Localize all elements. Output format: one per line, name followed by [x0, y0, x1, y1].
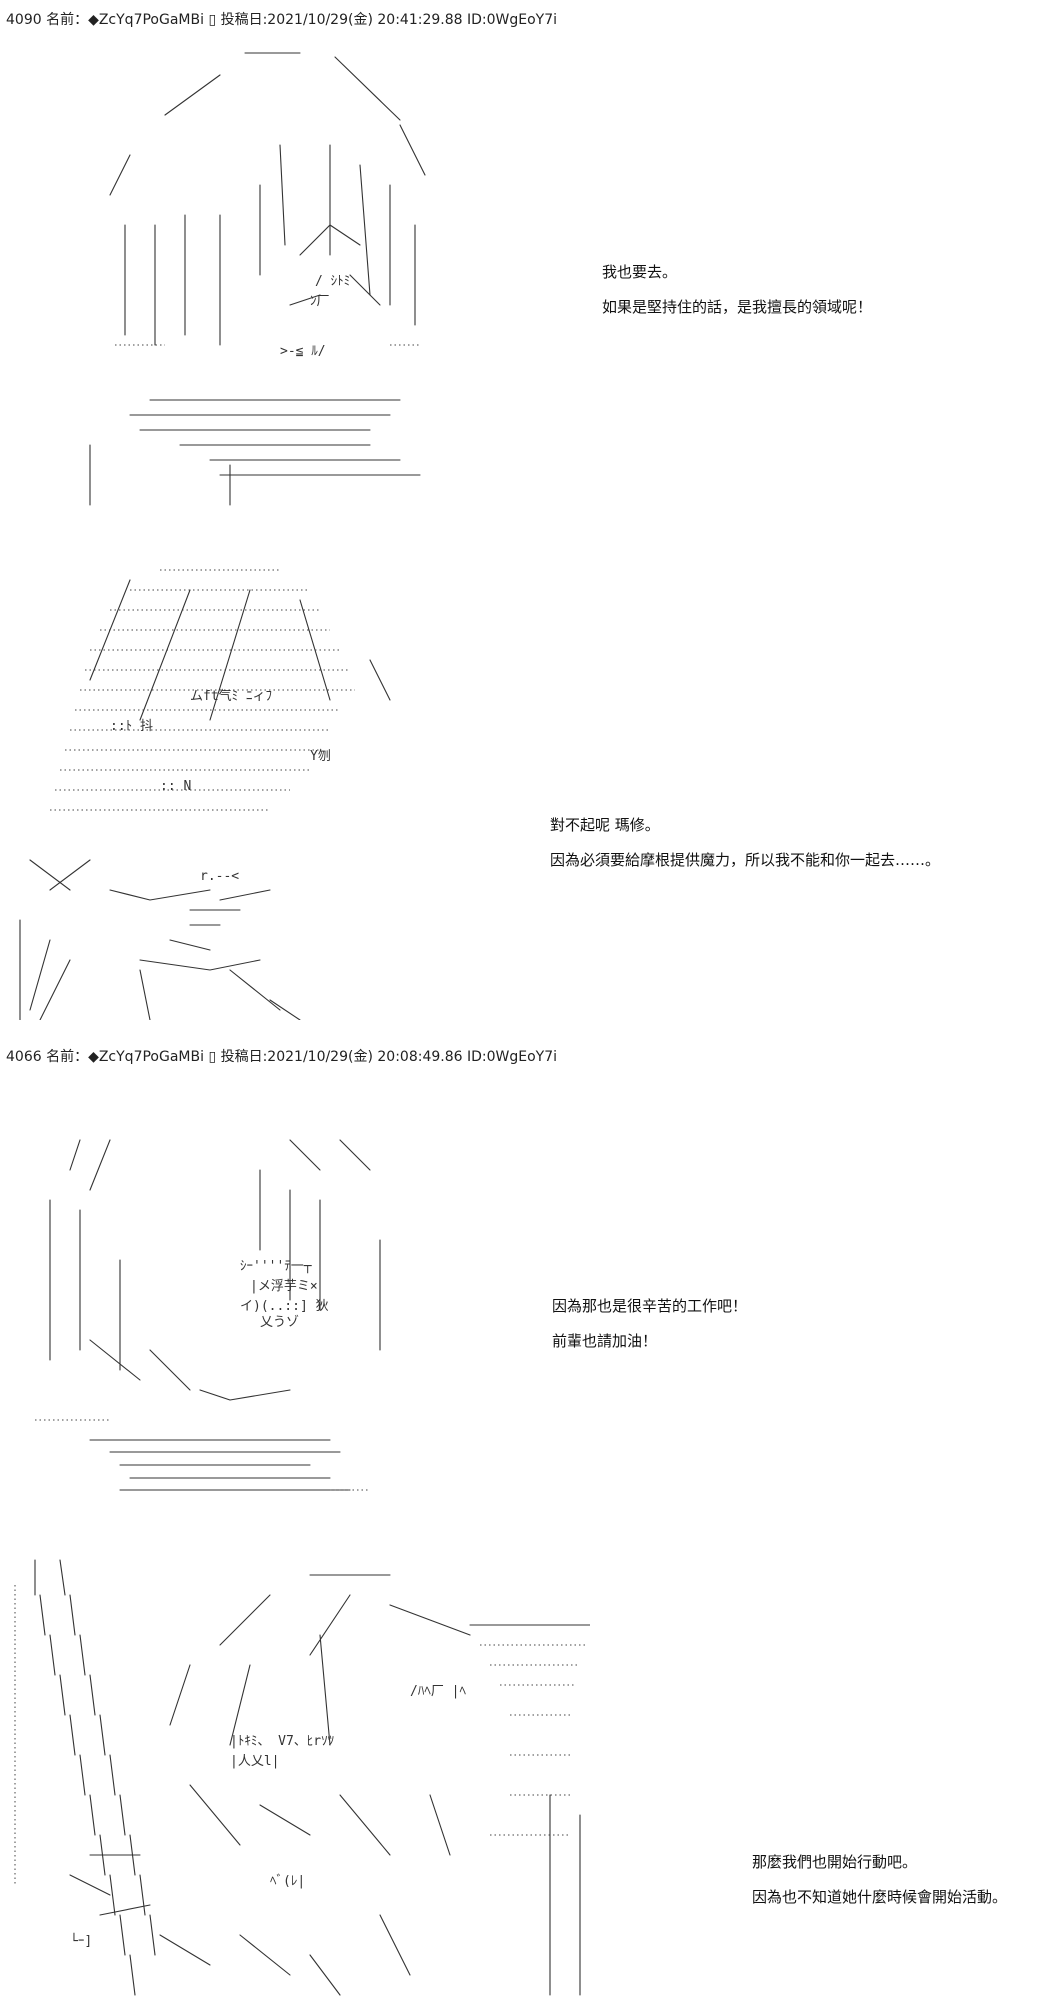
- svg-text:|人乂l|: |人乂l|: [230, 1754, 279, 1769]
- dialogue-line: 因為也不知道她什麼時候會開始活動。: [752, 1888, 1008, 1906]
- post-header: 4066 名前：◆ZcYq7PoGaMBi ▯ 投稿日:2021/10/29(金…: [6, 1049, 557, 1065]
- svg-text:ｼｰ''''ﾃ一┬: ｼｰ''''ﾃ一┬: [240, 1259, 312, 1274]
- post-header: 4090 名前：◆ZcYq7PoGaMBi ▯ 投稿日:2021/10/29(金…: [6, 12, 557, 28]
- dialogue-line: 因為必須要給摩根提供魔力，所以我不能和你一起去……。: [550, 851, 941, 869]
- svg-text:|メ浮芋ミ×: |メ浮芋ミ×: [250, 1279, 318, 1294]
- dialogue-box: 那麼我們也開始行動吧。 因為也不知道她什麼時候會開始活動。: [752, 1852, 1007, 1922]
- dialogue-box: 對不起呢 瑪修。 因為必須要給摩根提供魔力，所以我不能和你一起去……。: [550, 815, 940, 885]
- ascii-art-character-3: ｼｰ''''ﾃ一┬ |メ浮芋ミ× イ)(..::] 狄 乂うゾ: [30, 1130, 410, 1510]
- svg-text:イ)(..::] 狄: イ)(..::] 狄: [240, 1299, 329, 1314]
- dialogue-line: 我也要去。: [602, 263, 678, 281]
- svg-text:|ﾄｷﾐ、 V7、ﾋrｿﾂ: |ﾄｷﾐ、 V7、ﾋrｿﾂ: [230, 1734, 334, 1749]
- svg-text:>-≦ ﾙ/: >-≦ ﾙ/: [280, 344, 326, 359]
- svg-text:乂うゾ: 乂うゾ: [260, 1315, 299, 1330]
- svg-text:└ｰ]: └ｰ]: [70, 1932, 92, 1949]
- dialogue-line: 對不起呢 瑪修。: [550, 816, 660, 834]
- svg-text:r.-‐<: r.-‐<: [200, 869, 239, 884]
- svg-text:ムft气ﾐ ﾆィﾌ: ムft气ﾐ ﾆィﾌ: [190, 688, 272, 704]
- svg-text:ﾍﾞ(ﾚ|: ﾍﾞ(ﾚ|: [270, 1874, 305, 1889]
- svg-text:/ ｼﾄﾐ: / ｼﾄﾐ: [315, 274, 350, 289]
- dialogue-line: 前輩也請加油！: [552, 1332, 658, 1350]
- svg-text:::ﾄ 抖: ::ﾄ 抖: [110, 719, 153, 734]
- dialogue-box: 因為那也是很辛苦的工作吧！ 前輩也請加油！: [552, 1296, 747, 1366]
- ascii-art-character-1: / ｼﾄﾐ ﾝ厂 >-≦ ﾙ/: [70, 45, 450, 515]
- svg-text:ﾝ厂: ﾝ厂: [310, 294, 330, 309]
- dialogue-line: 如果是堅持住的話，是我擅長的領域呢！: [602, 298, 873, 316]
- svg-text:Y刎: Y刎: [310, 749, 331, 764]
- dialogue-box: 我也要去。 如果是堅持住的話，是我擅長的領域呢！: [602, 262, 872, 332]
- svg-text:/ﾊﾍ厂 |ﾍ: /ﾊﾍ厂 |ﾍ: [410, 1684, 466, 1699]
- dialogue-line: 那麼我們也開始行動吧。: [752, 1853, 918, 1871]
- ascii-art-character-4: |ﾄｷﾐ、 V7、ﾋrｿﾂ |人乂l| /ﾊﾍ厂 |ﾍ ﾍﾞ(ﾚ| └ｰ]: [10, 1555, 590, 2000]
- dialogue-line: 因為那也是很辛苦的工作吧！: [552, 1297, 748, 1315]
- ascii-art-character-2: ムft气ﾐ ﾆィﾌ ::ﾄ 抖 :: N Y刎 r.-‐<: [10, 560, 410, 1020]
- svg-text::: N: :: N: [160, 779, 191, 794]
